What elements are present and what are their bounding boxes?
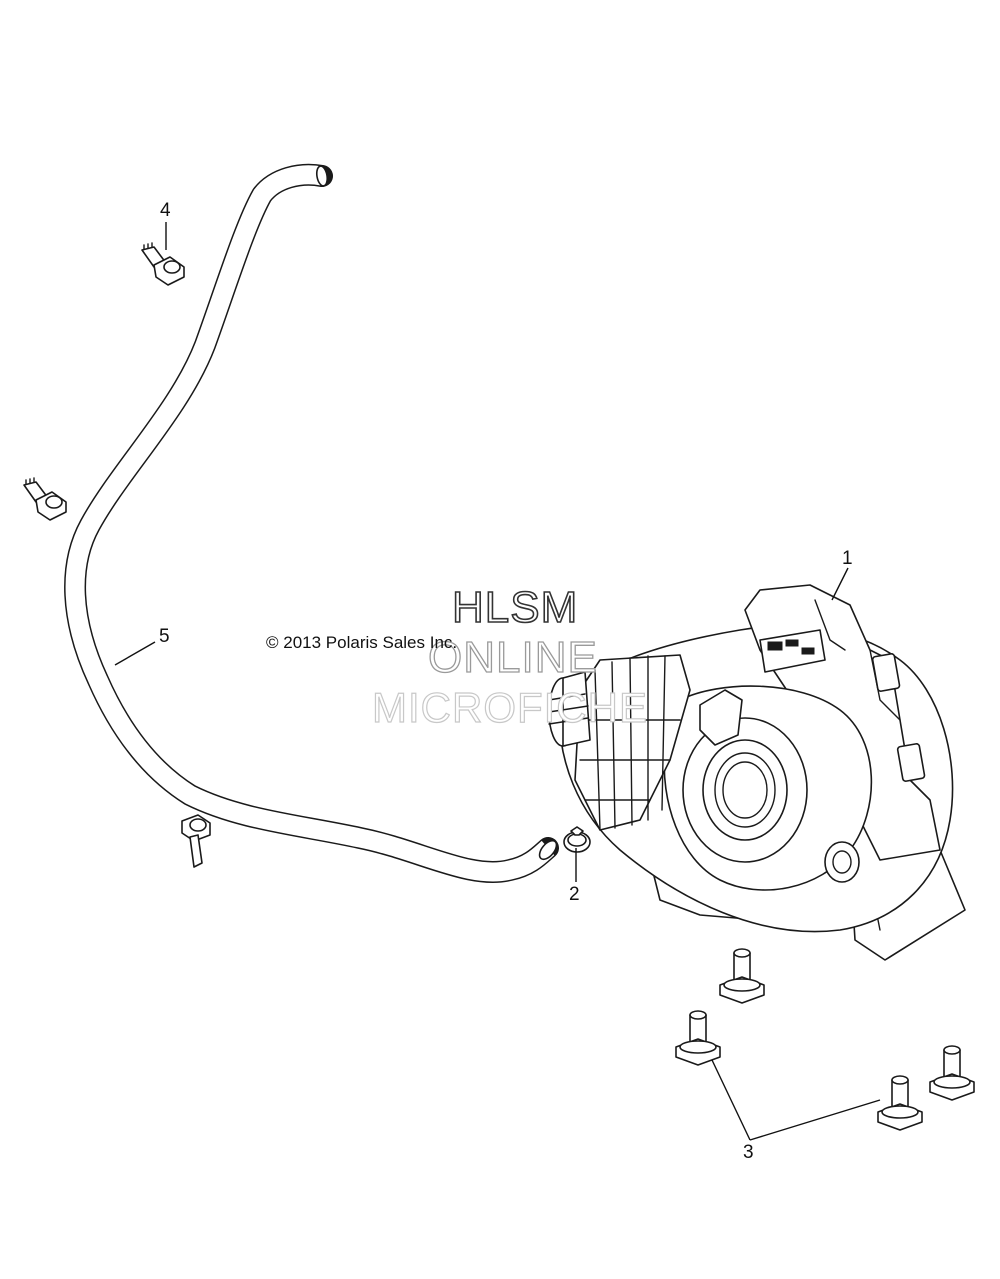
vent-hose (64, 163, 559, 883)
callout-1: 1 (842, 548, 853, 569)
bolt-3-b (719, 948, 765, 1004)
callout-4: 4 (160, 200, 171, 221)
bolt-3-a (675, 1010, 721, 1066)
hose-clip-4-middle (23, 477, 67, 521)
front-gearcase (548, 584, 966, 961)
bolt-3-d (929, 1045, 975, 1101)
hose-clamp-2 (563, 826, 591, 853)
callout-3: 3 (743, 1142, 754, 1163)
watermark-microfiche: MICROFICHE (372, 684, 648, 731)
copyright-notice: © 2013 Polaris Sales Inc. (266, 633, 457, 652)
callout-5: 5 (159, 626, 170, 647)
bolt-3-c (877, 1075, 923, 1131)
hose-clip-4-top (141, 242, 185, 286)
callout-2: 2 (569, 884, 580, 905)
leader-lines (114, 222, 881, 1141)
watermark-hlsm: HLSM (452, 583, 578, 632)
watermark-online: ONLINE (428, 633, 598, 682)
hose-clip-4-lower (181, 814, 211, 868)
